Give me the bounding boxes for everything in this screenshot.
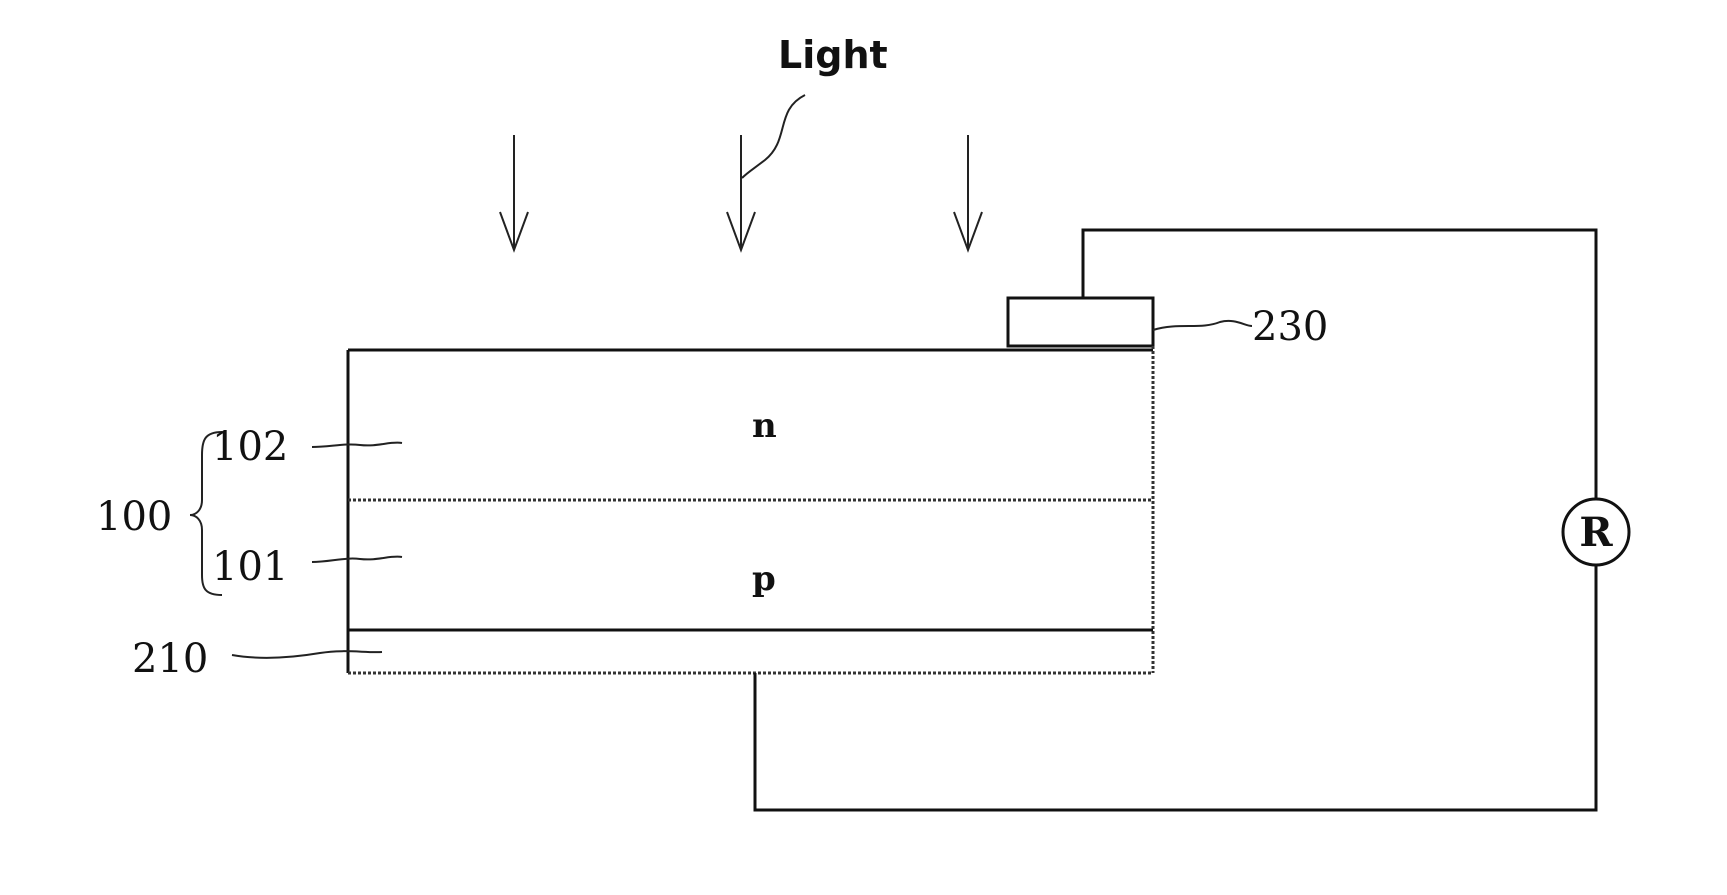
external-circuit [755, 230, 1629, 810]
light-label: Light [778, 33, 888, 77]
ref-230-leader [1153, 321, 1252, 330]
light-arrow-right [954, 135, 982, 250]
light-leader-line [742, 95, 805, 178]
ref-101: 101 [212, 544, 288, 590]
top-electrode [1008, 298, 1153, 346]
light-arrows [500, 135, 982, 250]
ref-210: 210 [132, 636, 208, 682]
semiconductor-stack [348, 346, 1153, 673]
load-resistor-label: R [1579, 509, 1613, 556]
ref-100: 100 [96, 494, 172, 540]
p-layer-label: p [752, 559, 776, 599]
light-arrow-left [500, 135, 528, 250]
ref-101-leader [312, 557, 402, 562]
ref-102-leader [312, 443, 402, 447]
n-layer-label: n [752, 406, 777, 446]
light-arrow-center [727, 135, 755, 250]
ref-102: 102 [212, 424, 288, 470]
ref-230: 230 [1252, 304, 1328, 350]
ref-210-leader [232, 651, 382, 658]
